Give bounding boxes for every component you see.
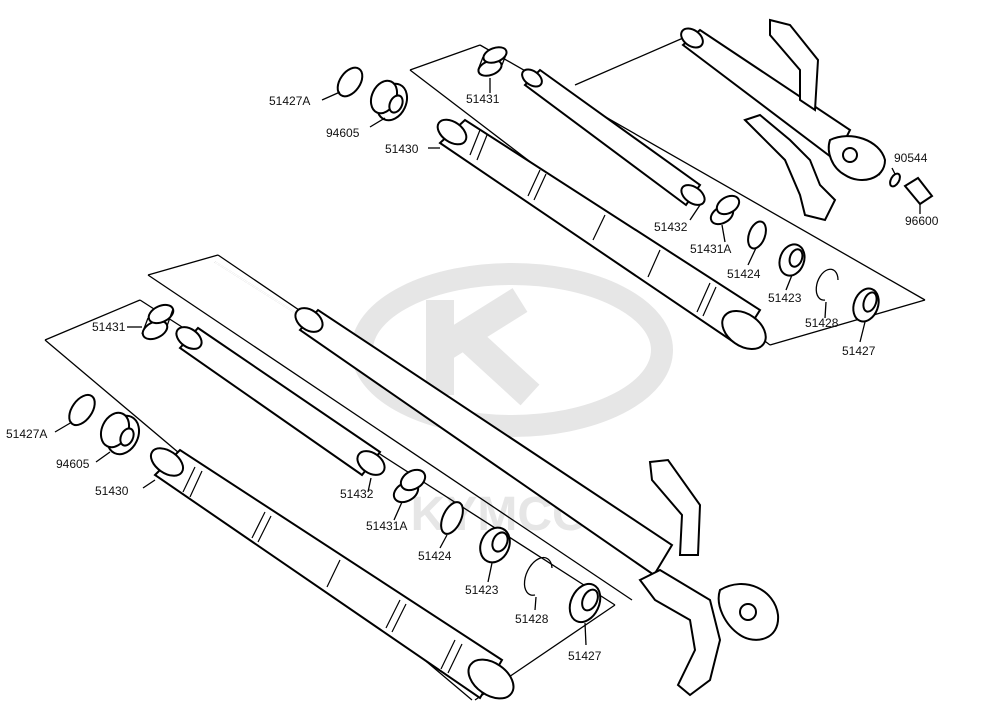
fork-slider-upper	[680, 18, 887, 222]
bolt-96600	[903, 176, 934, 206]
cap-bolt-94605-lower	[99, 411, 141, 456]
label-51427A-lower: 51427A	[6, 427, 47, 441]
label-51427-upper: 51427	[842, 344, 876, 358]
label-51430-lower: 51430	[95, 484, 129, 498]
label-94605-upper: 94605	[326, 126, 360, 140]
label-51424-lower: 51424	[418, 549, 452, 563]
clip-51428-lower	[523, 556, 553, 596]
label-51431A-lower: 51431A	[366, 519, 407, 533]
damper-rod-lower	[214, 261, 311, 323]
label-51432-upper: 51432	[654, 220, 688, 234]
oil-seal-51423-upper	[778, 243, 806, 277]
label-94605-lower: 94605	[56, 457, 90, 471]
label-51432-lower: 51432	[340, 487, 374, 501]
fork-slider-lower	[294, 307, 780, 697]
bushing-51431-upper	[477, 46, 508, 77]
lower-fork-assembly: 51431 51427A 94605 51430 51432 51431A 51…	[6, 254, 780, 701]
o-ring-51427A-lower	[68, 393, 96, 427]
label-51431-upper: 51431	[466, 92, 500, 106]
label-51427A-upper: 51427A	[269, 94, 310, 108]
dust-seal-51427-lower	[568, 582, 602, 624]
upper-fork-assembly: 51427A 94605 51430 51431 51432 51431A 51…	[269, 18, 939, 358]
label-96600: 96600	[905, 214, 939, 228]
inner-tube-51432-upper	[521, 68, 706, 207]
bushing-51431A-upper	[709, 194, 741, 226]
dust-seal-51427-upper	[852, 287, 880, 323]
outer-tube-51430-upper	[436, 118, 767, 351]
label-51423-lower: 51423	[465, 583, 499, 597]
bushing-51431A-lower	[392, 468, 427, 504]
washer-51424-upper	[747, 220, 767, 250]
oil-seal-51423-lower	[479, 526, 511, 564]
label-90544: 90544	[894, 151, 928, 165]
cap-bolt-94605-upper	[369, 79, 409, 122]
label-51424-upper: 51424	[727, 267, 761, 281]
label-51427-lower: 51427	[568, 649, 602, 663]
label-51428-upper: 51428	[805, 316, 839, 330]
bushing-51431-lower	[141, 303, 175, 341]
o-ring-51427A-upper	[336, 66, 364, 98]
washer-51424-lower	[440, 501, 464, 535]
inner-tube-51432-lower	[175, 326, 386, 477]
label-51430-upper: 51430	[385, 142, 419, 156]
label-51423-upper: 51423	[768, 291, 802, 305]
washer-90544	[889, 172, 901, 188]
outer-tube-51430-lower	[149, 447, 515, 700]
label-51431A-upper: 51431A	[690, 242, 731, 256]
clip-51428-upper	[815, 268, 839, 301]
label-51428-lower: 51428	[515, 612, 549, 626]
label-51431-lower: 51431	[92, 320, 126, 334]
